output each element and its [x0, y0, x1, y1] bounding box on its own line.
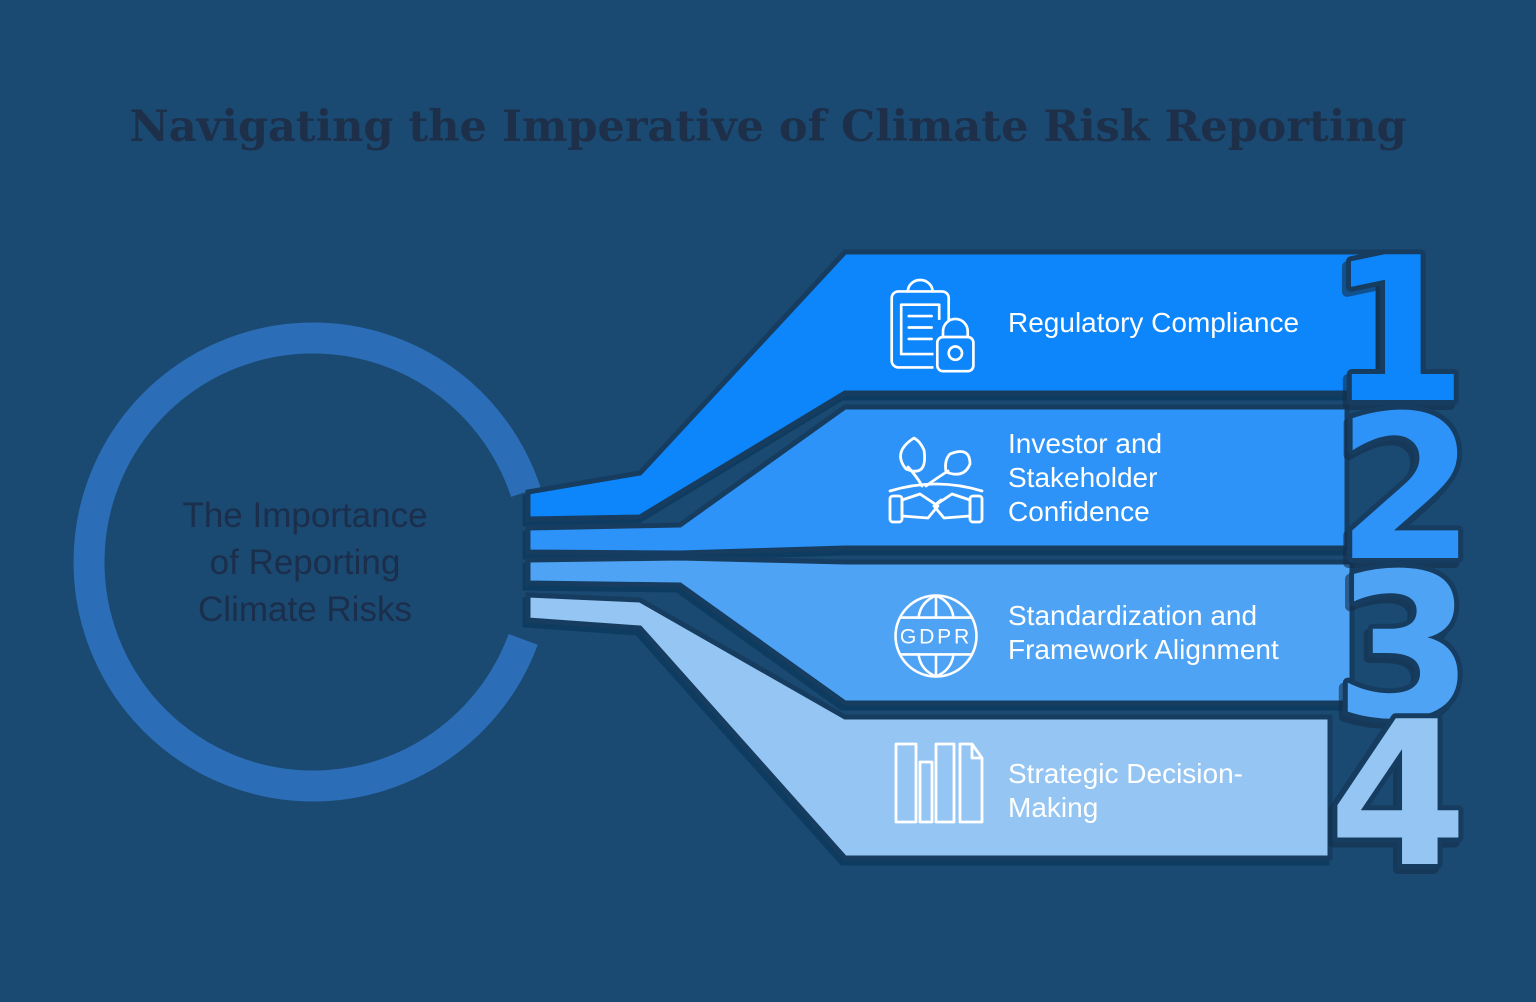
band-3-label: Standardization and Framework Alignment: [1008, 599, 1279, 667]
center-statement-line: Climate Risks: [198, 590, 412, 629]
band-2-number: 2: [1336, 373, 1475, 606]
band-1-label: Regulatory Compliance: [1008, 306, 1299, 340]
band-4-label: Strategic Decision- Making: [1008, 757, 1243, 825]
band-4-label-line: Making: [1008, 792, 1099, 823]
band-4-label-line: Strategic Decision-: [1008, 758, 1243, 789]
band-2-shape: [525, 404, 1350, 556]
band-3-label-line: Standardization and: [1008, 600, 1258, 631]
center-statement-line: of Reporting: [209, 543, 401, 582]
gdpr-icon-text: GDPR: [900, 625, 972, 648]
globe-gdpr-icon: GDPR: [894, 594, 978, 678]
band-4-number: 4: [1328, 679, 1467, 912]
page-title: Navigating the Imperative of Climate Ris…: [129, 102, 1407, 152]
books-icon: [894, 742, 984, 824]
band-1-label-line: Regulatory Compliance: [1008, 307, 1300, 338]
band-1-number: 1: [1328, 215, 1467, 448]
band-1-shape: [525, 249, 1381, 522]
clipboard-lock-icon: [890, 278, 980, 375]
band-2-label-line: Confidence: [1008, 496, 1150, 527]
band-2-label-line: Stakeholder: [1008, 462, 1158, 493]
center-statement: The Importance of Reporting Climate Risk…: [118, 492, 492, 633]
center-ring: [73, 322, 553, 802]
band-2-label: Investor and Stakeholder Confidence: [1008, 427, 1162, 529]
band-3-label-line: Framework Alignment: [1008, 634, 1279, 665]
band-2-label-line: Investor and: [1008, 428, 1163, 459]
band-4-shape: [525, 592, 1333, 861]
center-statement-line: The Importance: [182, 496, 428, 535]
plant-handshake-icon: [888, 436, 984, 524]
band-3-number: 3: [1334, 531, 1473, 764]
band-3-shape: [525, 555, 1355, 706]
